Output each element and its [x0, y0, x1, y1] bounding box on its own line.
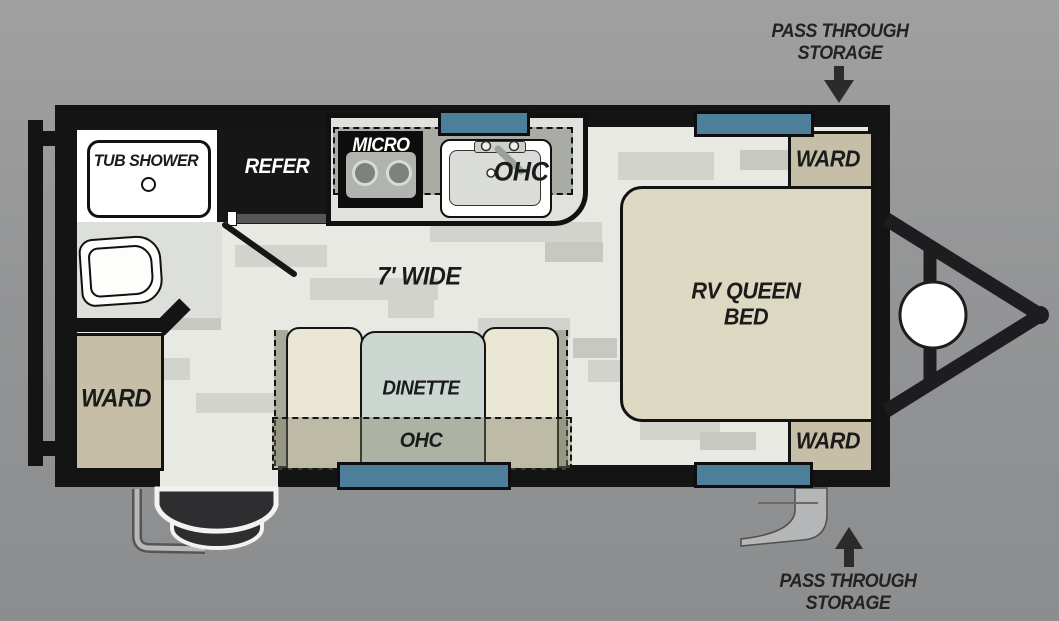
tub-shower-label: TUB SHOWER [93, 151, 199, 170]
stove-burner [386, 160, 412, 186]
bed-label: RV QUEEN BED [691, 277, 801, 331]
entry-steps [154, 486, 279, 550]
bathroom-lower-wall [77, 318, 163, 332]
bed-label-line2: BED [723, 304, 769, 330]
wardrobe-bottom-left [74, 333, 164, 471]
arrow-down-icon [824, 66, 854, 103]
pass-through-top-line2: STORAGE [797, 43, 883, 64]
dinette-back-left [274, 330, 288, 466]
tub-drain [141, 177, 156, 192]
rear-bumper-bar [28, 120, 43, 466]
entry-door-swing [134, 489, 206, 552]
ward-top-right-label: WARD [795, 145, 861, 172]
ward-bottom-left-label: WARD [81, 384, 151, 413]
bathroom-door [233, 213, 331, 224]
width-label: 7' WIDE [377, 262, 461, 291]
dinette-ohc-label: OHC [399, 429, 443, 452]
door-jamb-left [227, 211, 237, 226]
bed-label-line1: RV QUEEN [691, 277, 801, 304]
floor-plank [618, 152, 714, 180]
propane-tank [898, 280, 968, 350]
floor-plank [545, 242, 603, 262]
arrow-up-icon [835, 527, 863, 567]
stove-burner [352, 160, 378, 186]
window-top-bedroom [694, 111, 814, 137]
hitch-coupler [1031, 306, 1049, 324]
rv-queen-bed [620, 186, 874, 422]
pass-through-bottom-line2: STORAGE [805, 593, 891, 614]
ward-bottom-right-label: WARD [795, 427, 861, 454]
pass-through-bottom-line1: PASS THROUGH [779, 571, 917, 593]
floor-plank [430, 222, 602, 242]
rear-bumper-connector-top [43, 131, 58, 146]
floor-plank [573, 338, 617, 358]
floor-plank [196, 393, 278, 413]
dinette-table [360, 331, 486, 470]
entry-door-opening [160, 465, 278, 489]
microwave-label: MICRO [352, 135, 410, 156]
faucet-base [474, 141, 526, 153]
pass-through-access-flap [740, 487, 828, 547]
wardrobe-top-right [788, 131, 874, 192]
floor-plank [740, 150, 798, 170]
pass-through-bottom-label: PASS THROUGH STORAGE [780, 571, 917, 615]
pass-through-top-line1: PASS THROUGH [771, 21, 909, 43]
window-top-kitchen [438, 110, 530, 136]
floor-plank [310, 278, 438, 300]
hitch-frame [882, 213, 1049, 417]
window-bottom-bedroom [694, 462, 813, 488]
refrigerator-label: REFER [244, 155, 310, 178]
rear-bumper-connector-bottom [43, 441, 58, 456]
floor-plank [388, 300, 434, 318]
floor-plank [235, 245, 327, 267]
toilet-seat [87, 243, 155, 299]
entry-door-swing-outline [132, 489, 206, 554]
dinette-label: DINETTE [382, 377, 460, 400]
pass-through-top-label: PASS THROUGH STORAGE [772, 21, 909, 65]
floor-plank [700, 432, 756, 450]
kitchen-ohc-label: OHC [493, 156, 549, 187]
window-bottom-dinette [337, 462, 511, 490]
